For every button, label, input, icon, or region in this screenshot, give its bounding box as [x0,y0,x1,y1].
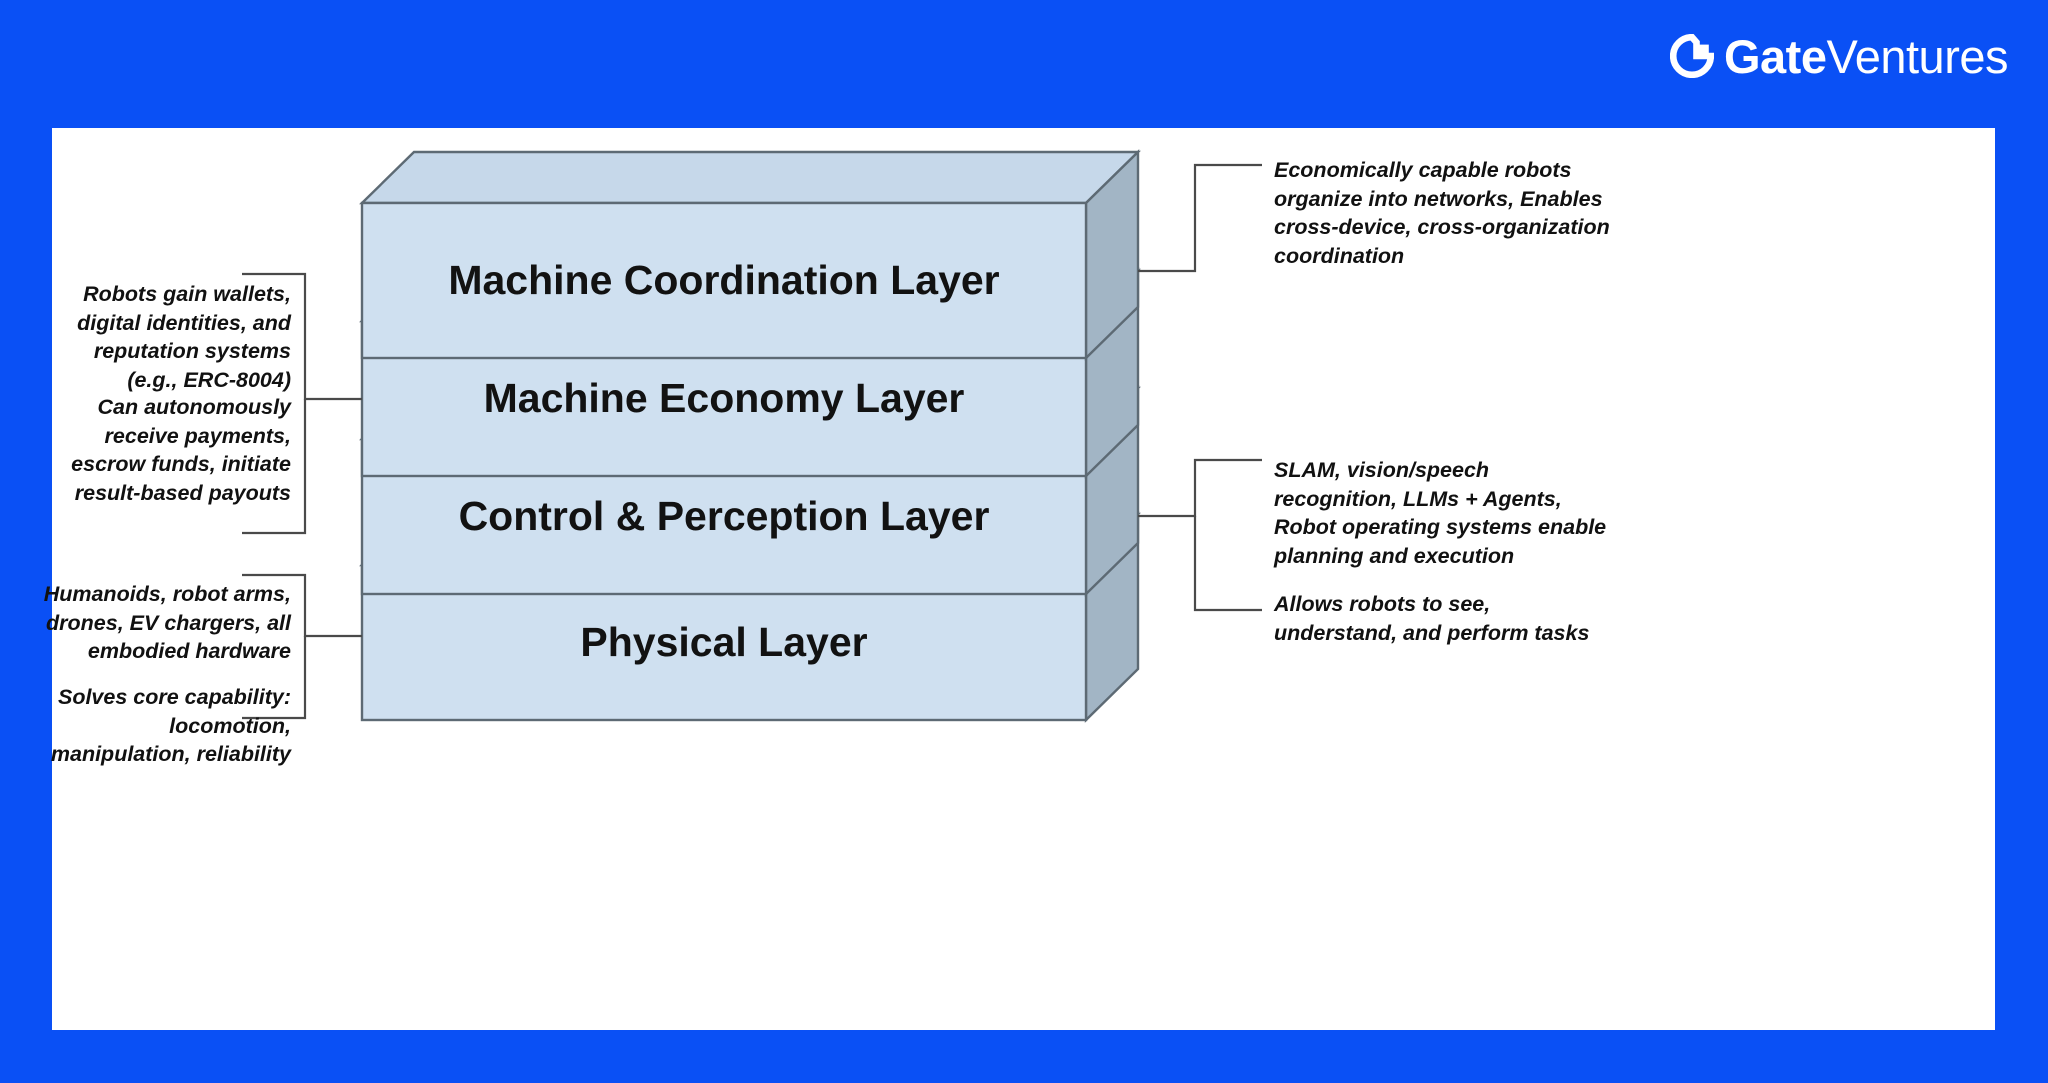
annotation-perception-capability: Allows robots to see, understand, and pe… [1274,592,1590,645]
brand-logo: GateVentures [1669,26,2009,86]
brand-wordmark: GateVentures [1723,29,2009,83]
leader-perception-note-capability [1193,516,1262,612]
leader-economy-note-payments [242,399,307,535]
gate-circle-logomark [1669,33,1715,79]
annotation-economy-payments: Can autonomously receive payments, escro… [71,395,291,505]
leader-coordination-note [1138,163,1262,273]
annotation-coordination: Economically capable robots organize int… [1274,158,1610,268]
layer-label-physical: Physical Layer [580,619,867,665]
layer-label-machine-economy: Machine Economy Layer [484,375,965,421]
layer-block-machine-coordination[interactable]: Machine Coordination Layer [359,149,1141,361]
brand-name-bold: Gate [1723,29,1827,83]
layer-label-control-perception: Control & Perception Layer [459,493,990,539]
layer-label-machine-coordination: Machine Coordination Layer [448,257,999,303]
leader-physical-note-hardware [242,573,362,638]
leader-economy-note-identity [242,272,362,401]
annotation-economy-identity: Robots gain wallets, digital identities,… [77,282,291,392]
leader-physical-note-capability [242,636,307,720]
layer-stack-diagram: Physical Layer Control & Perception Laye… [242,149,1262,723]
annotation-physical-hardware: Humanoids, robot arms, drones, EV charge… [43,582,291,664]
brand-name-light: Ventures [1826,29,2008,83]
content-panel: Physical Layer Control & Perception Laye… [44,128,1995,1030]
leader-perception-note-stack [1138,458,1262,518]
annotation-perception-stack: SLAM, vision/speech recognition, LLMs + … [1274,458,1607,568]
annotation-physical-capability: Solves core capability: locomotion, mani… [50,685,291,767]
